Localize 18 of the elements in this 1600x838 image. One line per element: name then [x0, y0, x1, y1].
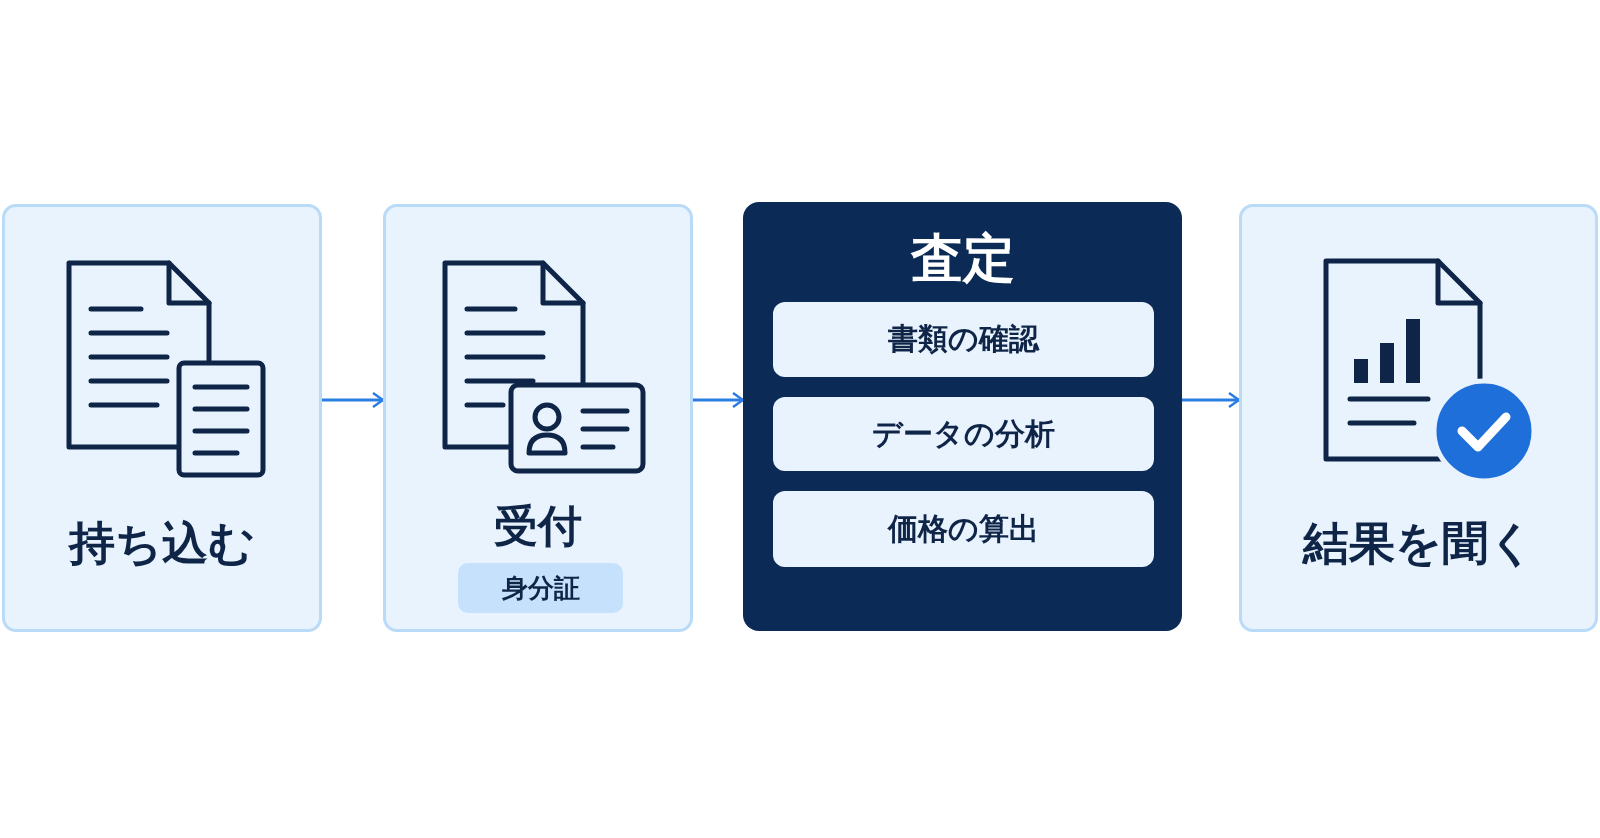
- step-title: 査定: [909, 227, 1016, 290]
- step-panel: [743, 202, 1182, 631]
- step-title: 受付: [493, 499, 583, 553]
- step-card: [383, 204, 693, 632]
- tag-badge: [458, 563, 623, 613]
- substep-box: [773, 397, 1154, 471]
- step-label: データの分析: [871, 414, 1056, 453]
- step-label: 書類の確認: [887, 320, 1041, 358]
- step-label: 価格の算出: [886, 509, 1040, 548]
- step-title: 持ち込む: [67, 515, 256, 572]
- step-label: 身分証: [500, 571, 581, 605]
- arrow: [322, 391, 385, 409]
- arrow: [1182, 391, 1241, 409]
- substep-box: [773, 491, 1154, 567]
- step-card: [2, 204, 322, 632]
- step-title: 結果を聞く: [1301, 515, 1536, 572]
- arrow: [693, 391, 745, 409]
- substep-box: [773, 302, 1154, 377]
